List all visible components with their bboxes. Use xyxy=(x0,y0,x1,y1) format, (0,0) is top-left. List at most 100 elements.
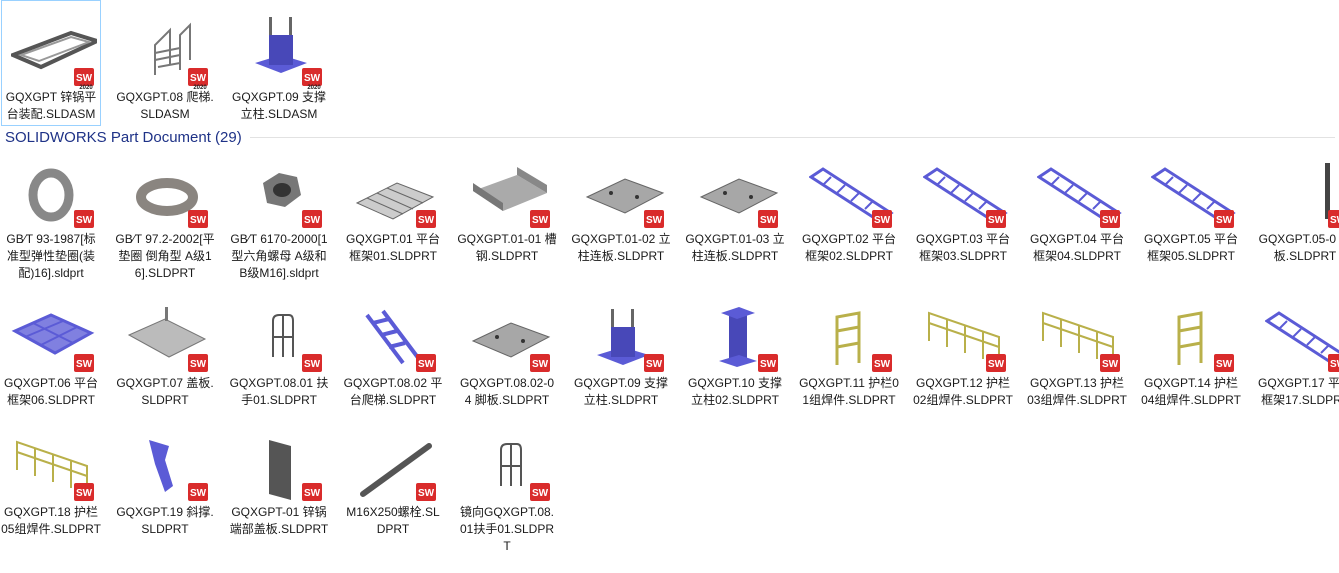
file-thumbnail[interactable]: SW xyxy=(459,434,555,504)
file-name[interactable]: GQXGPT.08.02 平台爬梯.SLDPRT xyxy=(343,376,443,407)
file-thumbnail[interactable]: SW xyxy=(3,305,99,375)
file-thumbnail[interactable]: SW xyxy=(231,434,327,504)
file-thumbnail[interactable]: SW xyxy=(1143,161,1239,231)
file-name[interactable]: GQXGPT.12 护栏02组焊件.SLDPRT xyxy=(913,376,1013,407)
file-thumbnail[interactable]: SW xyxy=(1029,161,1125,231)
file-thumbnail[interactable]: SW xyxy=(345,161,441,231)
file-thumbnail[interactable]: SW xyxy=(117,161,213,231)
file-name[interactable]: GQXGPT.08.02-04 脚板.SLDPRT xyxy=(459,376,555,407)
group-divider xyxy=(249,137,1335,138)
file-thumbnail[interactable]: SW xyxy=(1257,161,1339,231)
file-thumbnail[interactable]: SW xyxy=(915,161,1011,231)
file-thumbnail[interactable]: SW xyxy=(801,161,897,231)
file-name[interactable]: GQXGPT.05-0 侧板.SLDPRT xyxy=(1258,232,1339,263)
file-name[interactable]: GQXGPT.01-02 立柱连板.SLDPRT xyxy=(571,232,671,263)
file-thumbnail[interactable]: SW xyxy=(459,161,555,231)
file-name[interactable]: GQXGPT.06 平台框架06.SLDPRT xyxy=(3,376,99,407)
file-name[interactable]: GQXGPT.09 支撑立柱.SLDASM xyxy=(231,90,327,121)
file-name[interactable]: GQXGPT 锌锅平台装配.SLDASM xyxy=(5,90,97,121)
file-name[interactable]: GQXGPT.07 盖板.SLDPRT xyxy=(116,376,214,407)
file-thumbnail[interactable]: SW xyxy=(687,305,783,375)
file-thumbnail[interactable]: SW xyxy=(231,161,327,231)
file-thumbnail[interactable]: SW xyxy=(1143,305,1239,375)
file-name[interactable]: GQXGPT.03 平台框架03.SLDPRT xyxy=(915,232,1011,263)
file-thumbnail[interactable]: SW xyxy=(915,305,1011,375)
file-name[interactable]: GQXGPT.08 爬梯.SLDASM xyxy=(116,90,214,121)
file-name[interactable]: GQXGPT.11 护栏01组焊件.SLDPRT xyxy=(799,376,899,407)
file-name[interactable]: GB⁄T 93-1987[标准型弹性垫圈(装配)16].sldprt xyxy=(6,232,96,280)
file-thumbnail[interactable]: SW xyxy=(1257,305,1339,375)
file-thumbnail[interactable]: SW xyxy=(3,434,99,504)
file-name[interactable]: GQXGPT.01-03 立柱连板.SLDPRT xyxy=(685,232,785,263)
file-thumbnail[interactable]: SW xyxy=(3,161,99,231)
group-header-label[interactable]: SOLIDWORKS Part Document (29) xyxy=(5,129,242,146)
file-name[interactable]: GQXGPT.01 平台框架01.SLDPRT xyxy=(345,232,441,263)
file-name[interactable]: GQXGPT.18 护栏05组焊件.SLDPRT xyxy=(1,505,101,536)
file-name[interactable]: GQXGPT.10 支撑立柱02.SLDPRT xyxy=(687,376,783,407)
file-thumbnail[interactable]: SW xyxy=(687,161,783,231)
file-name[interactable]: GQXGPT.04 平台框架04.SLDPRT xyxy=(1029,232,1125,263)
file-thumbnail[interactable]: SW xyxy=(801,305,897,375)
file-name[interactable]: GQXGPT.01-01 槽钢.SLDPRT xyxy=(457,232,557,263)
file-name[interactable]: GQXGPT.02 平台框架02.SLDPRT xyxy=(801,232,897,263)
file-thumbnail[interactable]: SW xyxy=(1029,305,1125,375)
file-thumbnail[interactable]: SW xyxy=(117,305,213,375)
file-thumbnail[interactable]: SW xyxy=(459,305,555,375)
file-name[interactable]: GQXGPT-01 锌锅端部盖板.SLDPRT xyxy=(229,505,329,536)
file-name[interactable]: GQXGPT.17 平台框架17.SLDPRT xyxy=(1257,376,1339,407)
group-header[interactable]: SOLIDWORKS Part Document (29) xyxy=(5,129,1339,146)
file-name[interactable]: GQXGPT.05 平台框架05.SLDPRT xyxy=(1143,232,1239,263)
file-name[interactable]: GQXGPT.09 支撑立柱.SLDPRT xyxy=(573,376,669,407)
file-name[interactable]: GB⁄T 6170-2000[1型六角螺母 A级和B级M16].sldprt xyxy=(230,232,328,280)
file-thumbnail[interactable]: SW xyxy=(573,305,669,375)
file-thumbnail[interactable]: SW xyxy=(573,161,669,231)
file-thumbnail[interactable]: SW xyxy=(345,305,441,375)
file-name[interactable]: 镜向GQXGPT.08.01扶手01.SLDPRT xyxy=(459,505,555,553)
file-name[interactable]: GB⁄T 97.2-2002[平垫圈 倒角型 A级16].SLDPRT xyxy=(115,232,215,280)
file-name[interactable]: GQXGPT.13 护栏03组焊件.SLDPRT xyxy=(1027,376,1127,407)
file-thumbnail[interactable]: SW xyxy=(117,434,213,504)
file-name[interactable]: GQXGPT.14 护栏04组焊件.SLDPRT xyxy=(1141,376,1241,407)
file-name[interactable]: M16X250螺栓.SLDPRT xyxy=(346,505,440,536)
file-thumbnail[interactable]: SW xyxy=(231,305,327,375)
file-name[interactable]: GQXGPT.08.01 扶手01.SLDPRT xyxy=(229,376,329,407)
file-name[interactable]: GQXGPT.19 斜撑.SLDPRT xyxy=(116,505,214,536)
file-thumbnail[interactable]: SW xyxy=(345,434,441,504)
